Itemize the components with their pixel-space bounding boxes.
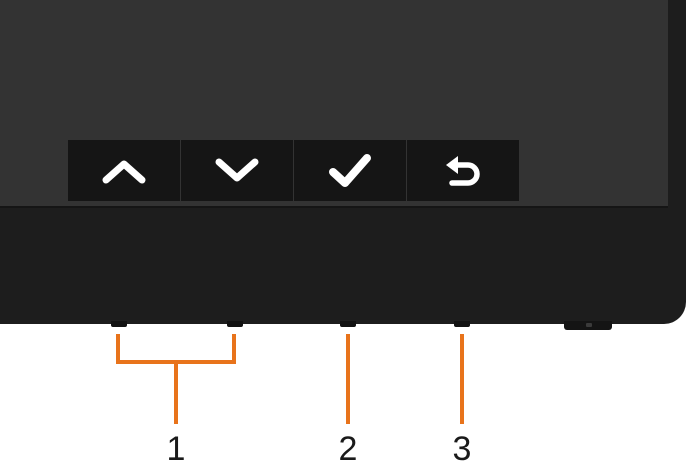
callout-bracket-left bbox=[116, 334, 120, 364]
hardware-button-back[interactable] bbox=[454, 321, 470, 327]
chevron-up-icon bbox=[102, 160, 146, 183]
hardware-button-up[interactable] bbox=[111, 321, 127, 327]
checkmark-icon bbox=[329, 153, 371, 187]
monitor-bezel bbox=[0, 0, 686, 324]
callout-line-1 bbox=[174, 360, 178, 424]
callout-label-1: 1 bbox=[166, 430, 186, 468]
osd-back-button[interactable] bbox=[407, 140, 519, 201]
callout-label-3: 3 bbox=[452, 430, 472, 468]
osd-down-button[interactable] bbox=[181, 140, 293, 201]
hardware-button-ok[interactable] bbox=[340, 321, 356, 327]
osd-button-bar bbox=[68, 140, 519, 201]
callout-bracket-right bbox=[232, 334, 236, 364]
bezel-edge bbox=[0, 206, 668, 208]
chevron-down-icon bbox=[215, 158, 259, 181]
callout-line-3 bbox=[460, 334, 464, 424]
callout-label-2: 2 bbox=[338, 430, 358, 468]
hardware-button-down[interactable] bbox=[227, 321, 243, 327]
callout-line-2 bbox=[346, 334, 350, 424]
osd-up-button[interactable] bbox=[68, 140, 180, 201]
osd-ok-button[interactable] bbox=[294, 140, 406, 201]
return-arrow-icon bbox=[446, 155, 480, 186]
power-button[interactable] bbox=[564, 321, 612, 330]
